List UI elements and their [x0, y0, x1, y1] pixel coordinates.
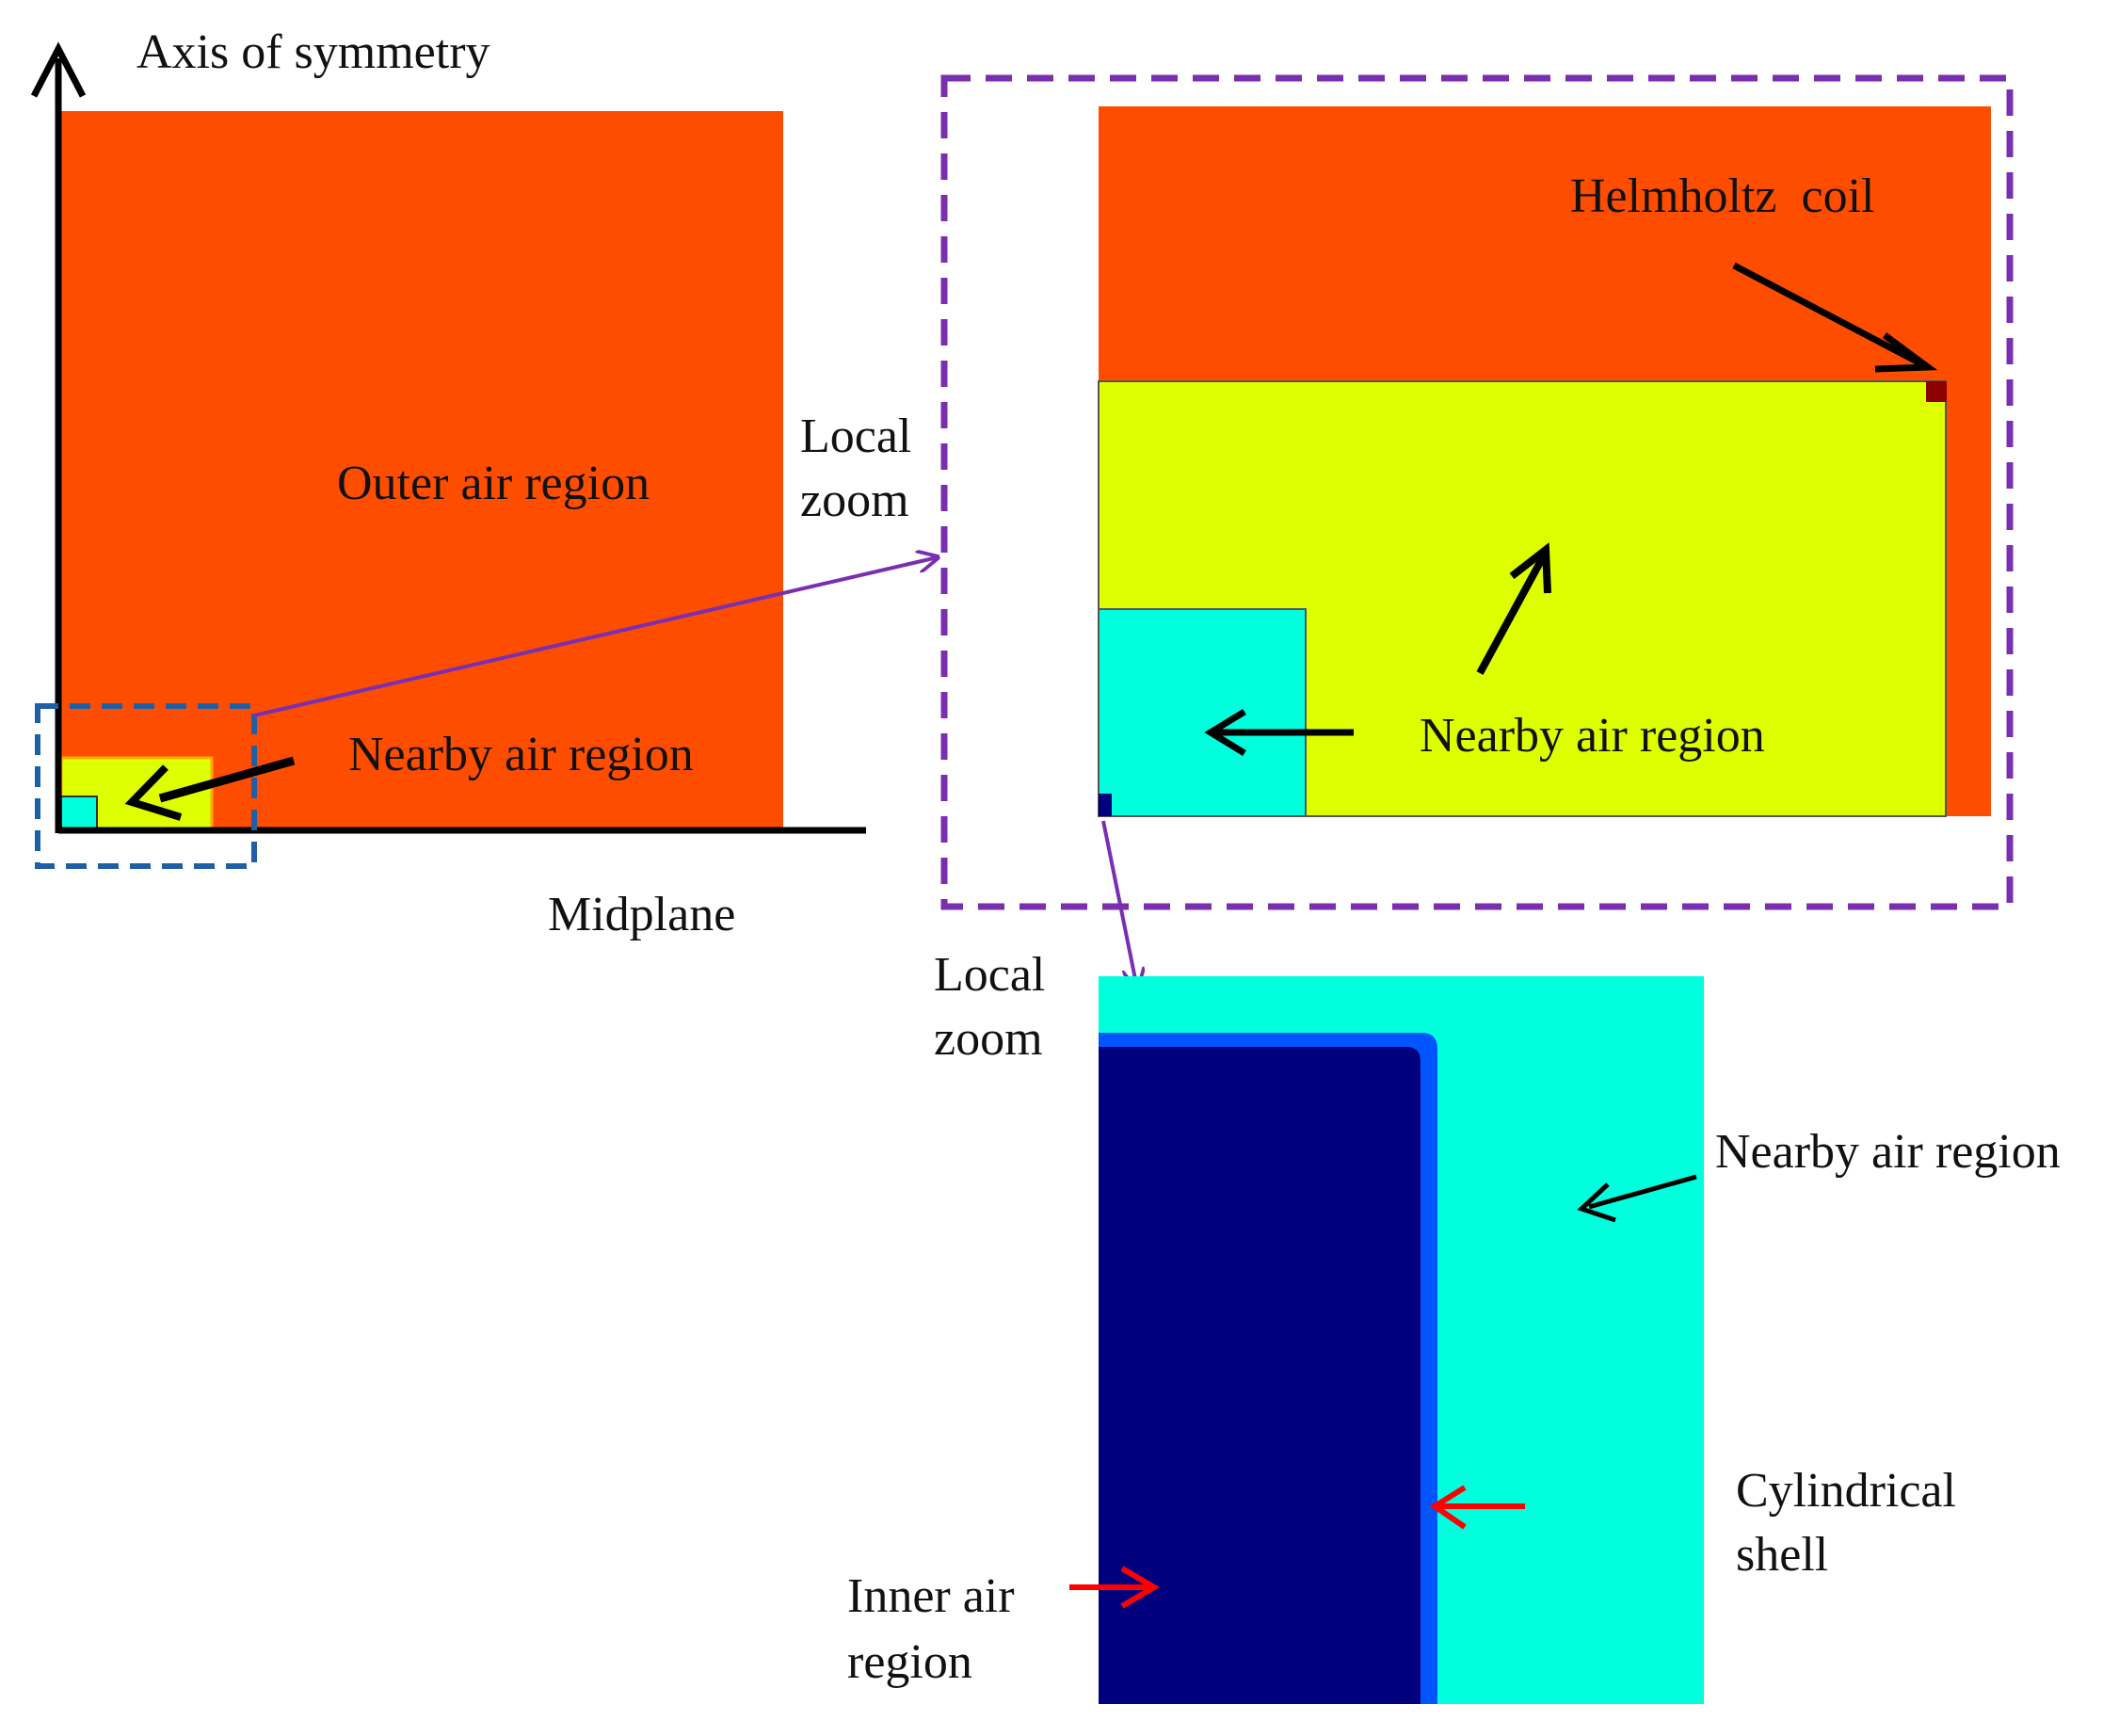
local-zoom-2-label-line2: zoom — [934, 1012, 1043, 1066]
main-view: Axis of symmetry Outer air region Nearby… — [30, 25, 866, 941]
arrow-nearby-air-main — [158, 756, 296, 803]
arrow-nearby-air-zoom1-up-head — [1509, 542, 1551, 594]
zoom-selection-box-main — [35, 703, 257, 869]
arrow-nearby-air-zoom2 — [1588, 1174, 1697, 1210]
arrow-helmholtz-coil-head — [1874, 332, 1938, 373]
inner-air-region-label-line2: region — [847, 1635, 972, 1689]
arrow-cylindrical-shell-head — [1429, 1485, 1467, 1530]
zoom-connector-1 — [253, 557, 938, 717]
inner-marker-zoom1 — [1099, 794, 1112, 816]
zoom-view-1: Helmholtz coil Nearby air region — [940, 74, 2014, 910]
zoom-connector-2 — [1101, 820, 1137, 989]
cylindrical-shell-label-line2: shell — [1736, 1528, 1828, 1582]
arrow-nearby-air-zoom1-up — [1476, 554, 1548, 675]
outer-air-region-label: Outer air region — [337, 457, 650, 510]
zoom-view-2: Nearby air region Cylindrical shell Inne… — [847, 976, 2061, 1704]
symmetry-axis-arrowhead — [30, 41, 87, 98]
cyan-region-small — [60, 796, 98, 829]
arrow-nearby-air-zoom2-head — [1577, 1182, 1616, 1223]
zoom-frame-1 — [940, 74, 2014, 910]
cylindrical-shell-label-line1: Cylindrical — [1736, 1464, 1956, 1518]
midplane-label: Midplane — [548, 888, 735, 941]
arrow-nearby-air-zoom1-left-head — [1204, 709, 1246, 756]
local-zoom-2-label-line1: Local — [934, 948, 1045, 1002]
arrow-nearby-air-main-head — [124, 764, 183, 821]
nearby-air-region-zoom2-label: Nearby air region — [1715, 1125, 2061, 1179]
nearby-air-region-main-label: Nearby air region — [348, 728, 694, 781]
helmholtz-coil-label: Helmholtz coil — [1570, 169, 1874, 223]
local-zoom-1-label-line1: Local — [800, 410, 911, 463]
arrow-inner-air-region-head — [1120, 1566, 1160, 1609]
inner-air-region — [1099, 1047, 1421, 1704]
arrow-helmholtz-coil — [1732, 262, 1922, 367]
inner-air-region-label-line1: Inner air — [847, 1569, 1015, 1623]
nearby-air-region-zoom1-label: Nearby air region — [1420, 709, 1765, 763]
helmholtz-coil-square — [1926, 381, 1947, 402]
local-zoom-1-label-line2: zoom — [800, 474, 909, 527]
axis-of-symmetry-label: Axis of symmetry — [136, 25, 490, 79]
cyan-region-zoom1 — [1098, 608, 1307, 817]
